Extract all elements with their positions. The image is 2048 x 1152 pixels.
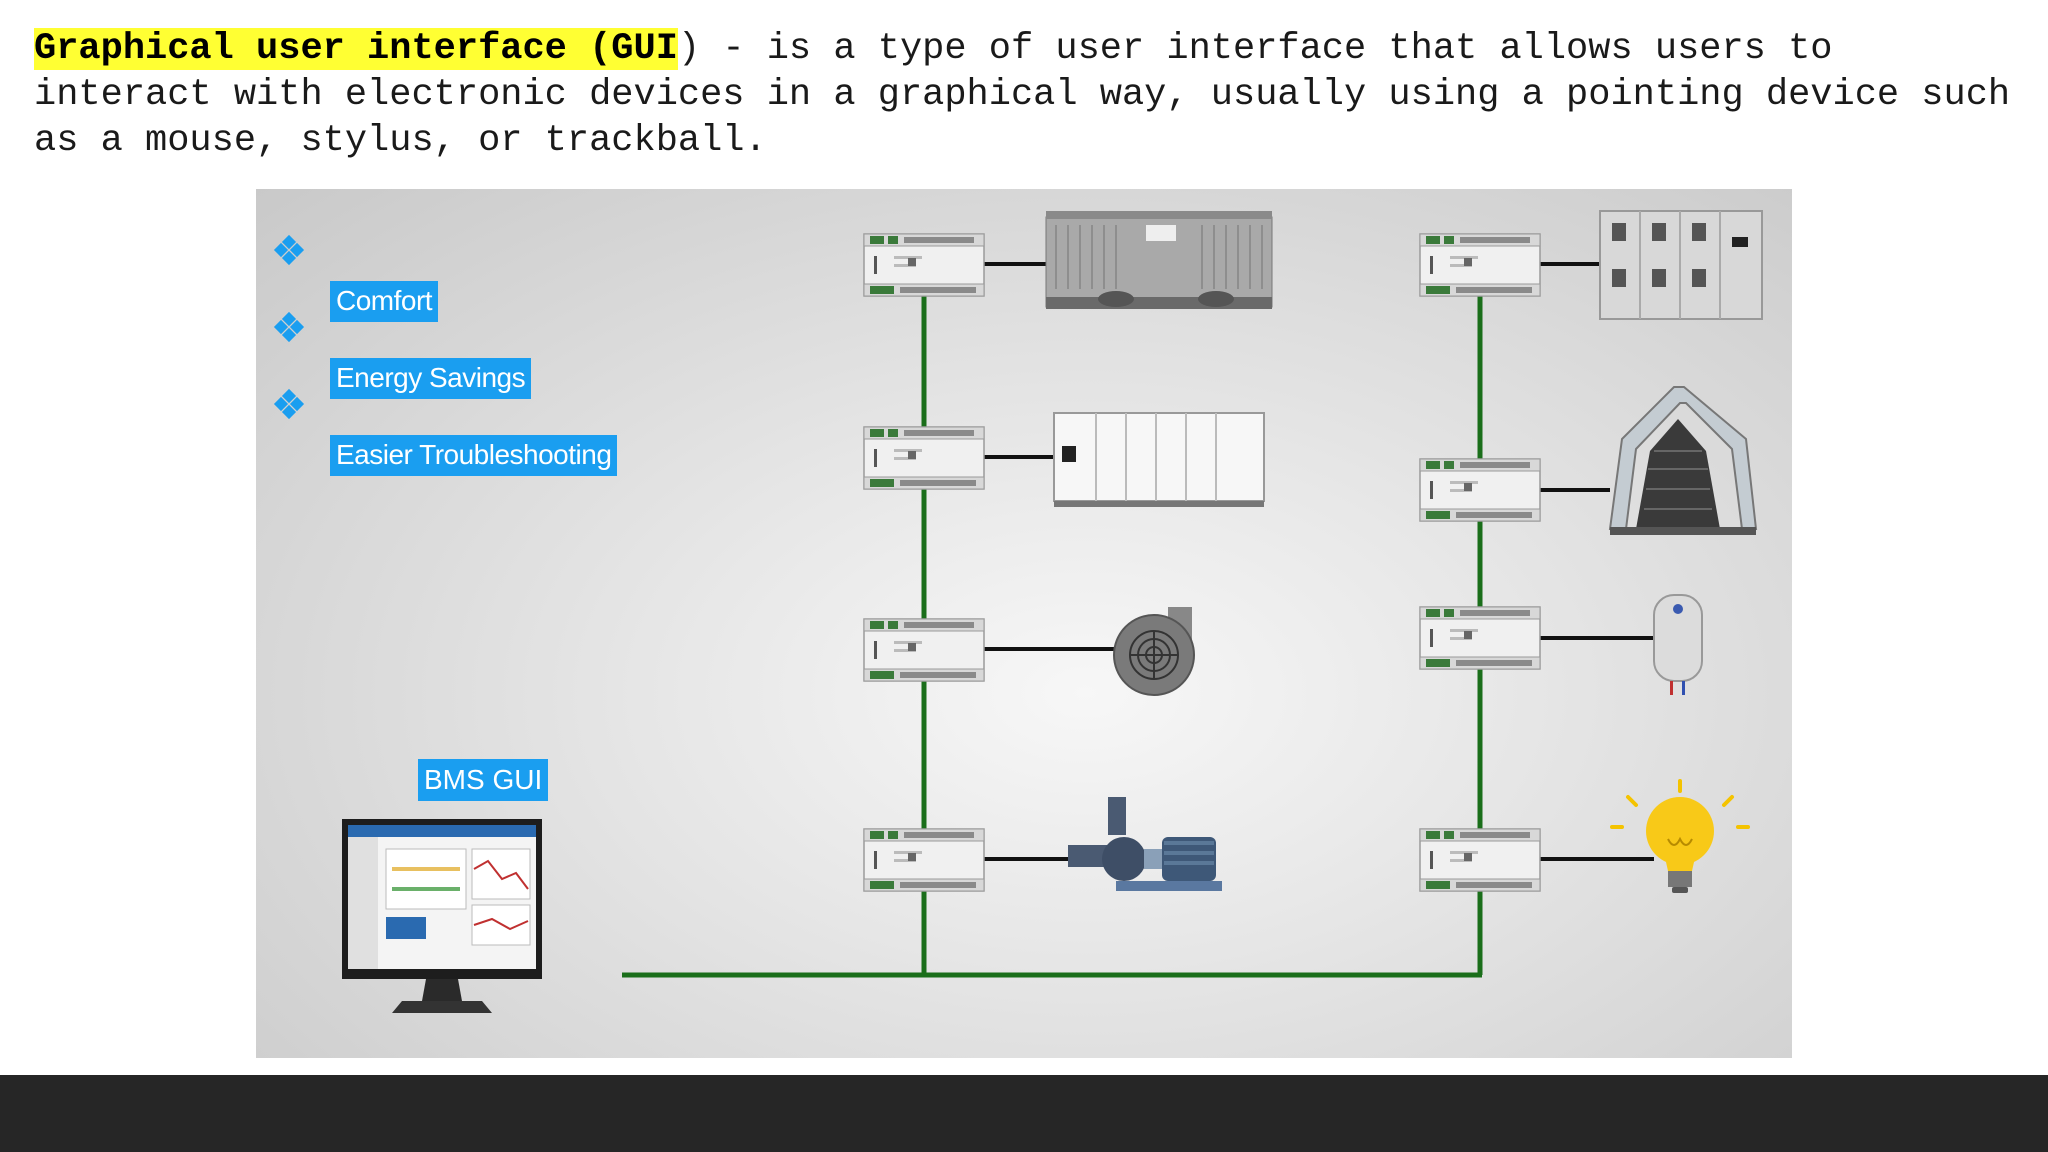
electrical-panel-icon bbox=[1599, 210, 1763, 320]
highlighted-term: Graphical user interface (GUI bbox=[34, 28, 678, 70]
communication-bus bbox=[622, 235, 1483, 978]
light-bulb-icon bbox=[1610, 779, 1750, 893]
centrifugal-fan-icon bbox=[1113, 607, 1195, 696]
bottom-bar bbox=[0, 1075, 2048, 1152]
controller-module-icon bbox=[863, 618, 985, 682]
bullet-diamond-icon bbox=[273, 234, 305, 266]
bullet-diamond-icon bbox=[273, 311, 305, 343]
escalator-icon bbox=[1608, 386, 1758, 535]
gui-definition: Graphical user interface (GUI) - is a ty… bbox=[34, 26, 2024, 164]
controller-module-icon bbox=[1419, 233, 1541, 297]
benefit-item: Comfort bbox=[330, 281, 439, 322]
controller-module-icon bbox=[863, 426, 985, 490]
benefit-label: Energy Savings bbox=[330, 358, 532, 399]
benefit-label: Easier Troubleshooting bbox=[330, 435, 618, 476]
pump-motor-icon bbox=[1068, 797, 1222, 891]
bms-diagram: Comfort Energy Savings Easier Troublesho… bbox=[256, 189, 1792, 1058]
controller-module-icon bbox=[863, 233, 985, 297]
controller-module-icon bbox=[1419, 458, 1541, 522]
benefit-item: Energy Savings bbox=[330, 358, 532, 399]
device-connectors bbox=[984, 262, 1654, 861]
bullet-diamond-icon bbox=[273, 388, 305, 420]
benefit-item: Easier Troubleshooting bbox=[330, 435, 618, 476]
bms-gui-label: BMS GUI bbox=[418, 759, 549, 801]
controller-module-icon bbox=[1419, 606, 1541, 670]
controller-module-icon bbox=[863, 828, 985, 892]
monitor-icon bbox=[342, 819, 542, 1013]
benefit-label: Comfort bbox=[330, 281, 439, 322]
controller-module-icon bbox=[1419, 828, 1541, 892]
definition-text: ) - is a type of user interface that all… bbox=[34, 28, 2011, 162]
water-heater-icon bbox=[1653, 594, 1703, 695]
chiller-icon bbox=[1045, 211, 1273, 309]
air-handling-unit-icon bbox=[1053, 412, 1265, 507]
